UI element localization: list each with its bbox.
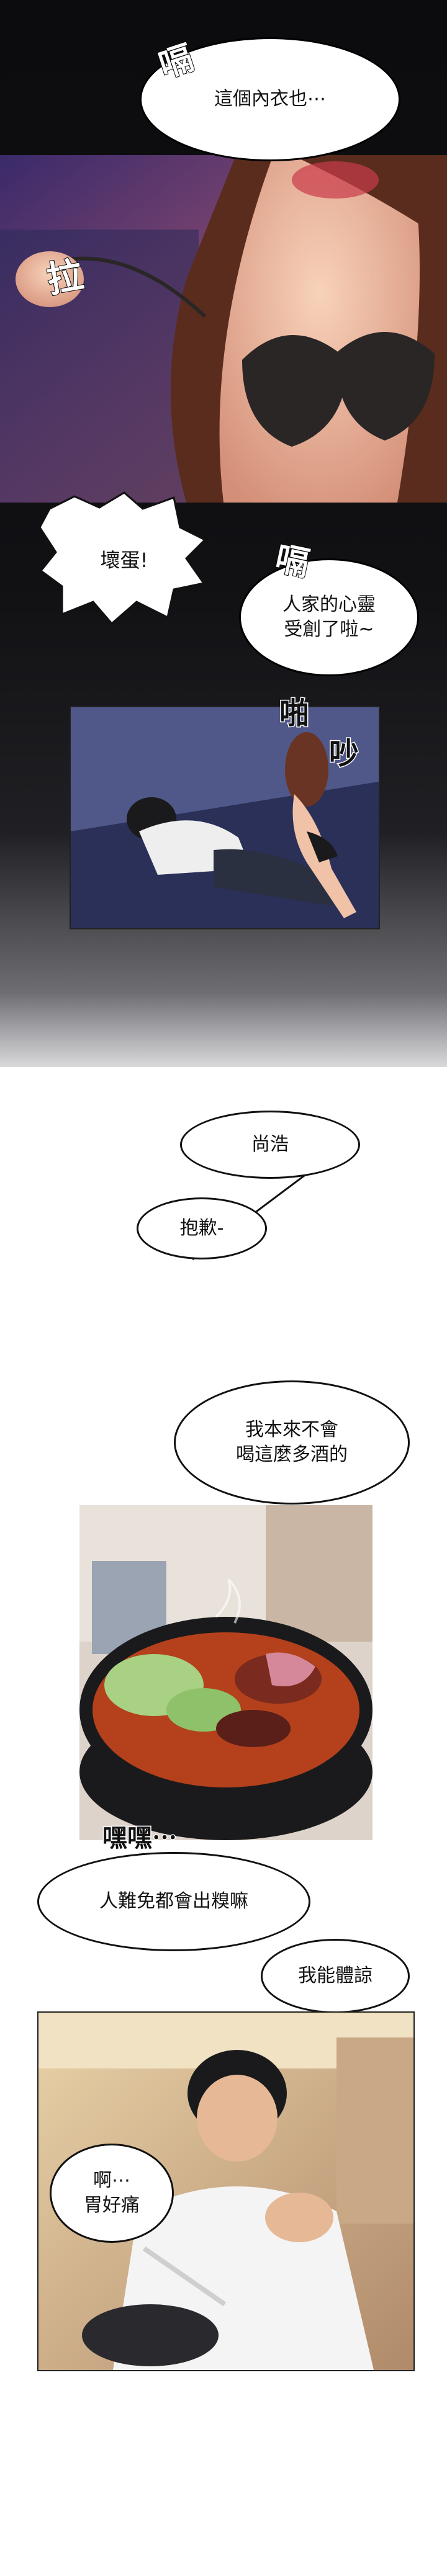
speech-text: 我本來不會 喝這麼多酒的 (236, 1418, 348, 1466)
speech-text: 人家的心靈 受創了啦~ (282, 593, 376, 641)
stomachache-illustration (38, 2013, 413, 2370)
speech-text: 這個內衣也⋯ (214, 87, 326, 110)
shout-bubble (38, 491, 207, 625)
shout-text: 壞蛋! (100, 548, 148, 572)
speech-bubble-understand: 我能體諒 (261, 1939, 410, 2013)
speech-text: 尚浩 (251, 1133, 289, 1155)
sfx-slap: 啪 (278, 695, 310, 732)
speech-bubble-bra: 這個內衣也⋯ (140, 37, 400, 161)
panel-bra-closeup (0, 155, 447, 503)
speech-text: 抱歉- (179, 1217, 224, 1239)
lying-scene-illustration (71, 707, 379, 928)
speech-text: 我能體諒 (298, 1964, 372, 1987)
speech-text: 啊⋯ 胃好痛 (84, 2169, 140, 2217)
panel-stomachache (37, 2011, 415, 2371)
panel-soup-bowl (79, 1505, 372, 1840)
panel-lying-scene (70, 706, 380, 929)
sfx-hehe: 嘿嘿⋯ (102, 1823, 178, 1854)
speech-bubble-sorry: 抱歉- (137, 1197, 267, 1259)
speech-bubble-sanghao: 尚浩 (180, 1111, 360, 1179)
bra-closeup-illustration (0, 155, 447, 503)
speech-bubble-embarrass: 人難免都會出糗嘛 (37, 1852, 310, 1951)
sfx-noisy: 吵 (328, 736, 359, 772)
speech-bubble-stomach-hurt: 啊⋯ 胃好痛 (50, 2144, 174, 2243)
speech-text: 人難免都會出糗嘛 (99, 1890, 248, 1912)
speech-bubble-not-drink: 我本來不會 喝這麼多酒的 (174, 1380, 410, 1505)
speech-bubble-heart-hurt: 人家的心靈 受創了啦~ (239, 558, 419, 676)
soup-bowl-illustration (79, 1505, 372, 1840)
